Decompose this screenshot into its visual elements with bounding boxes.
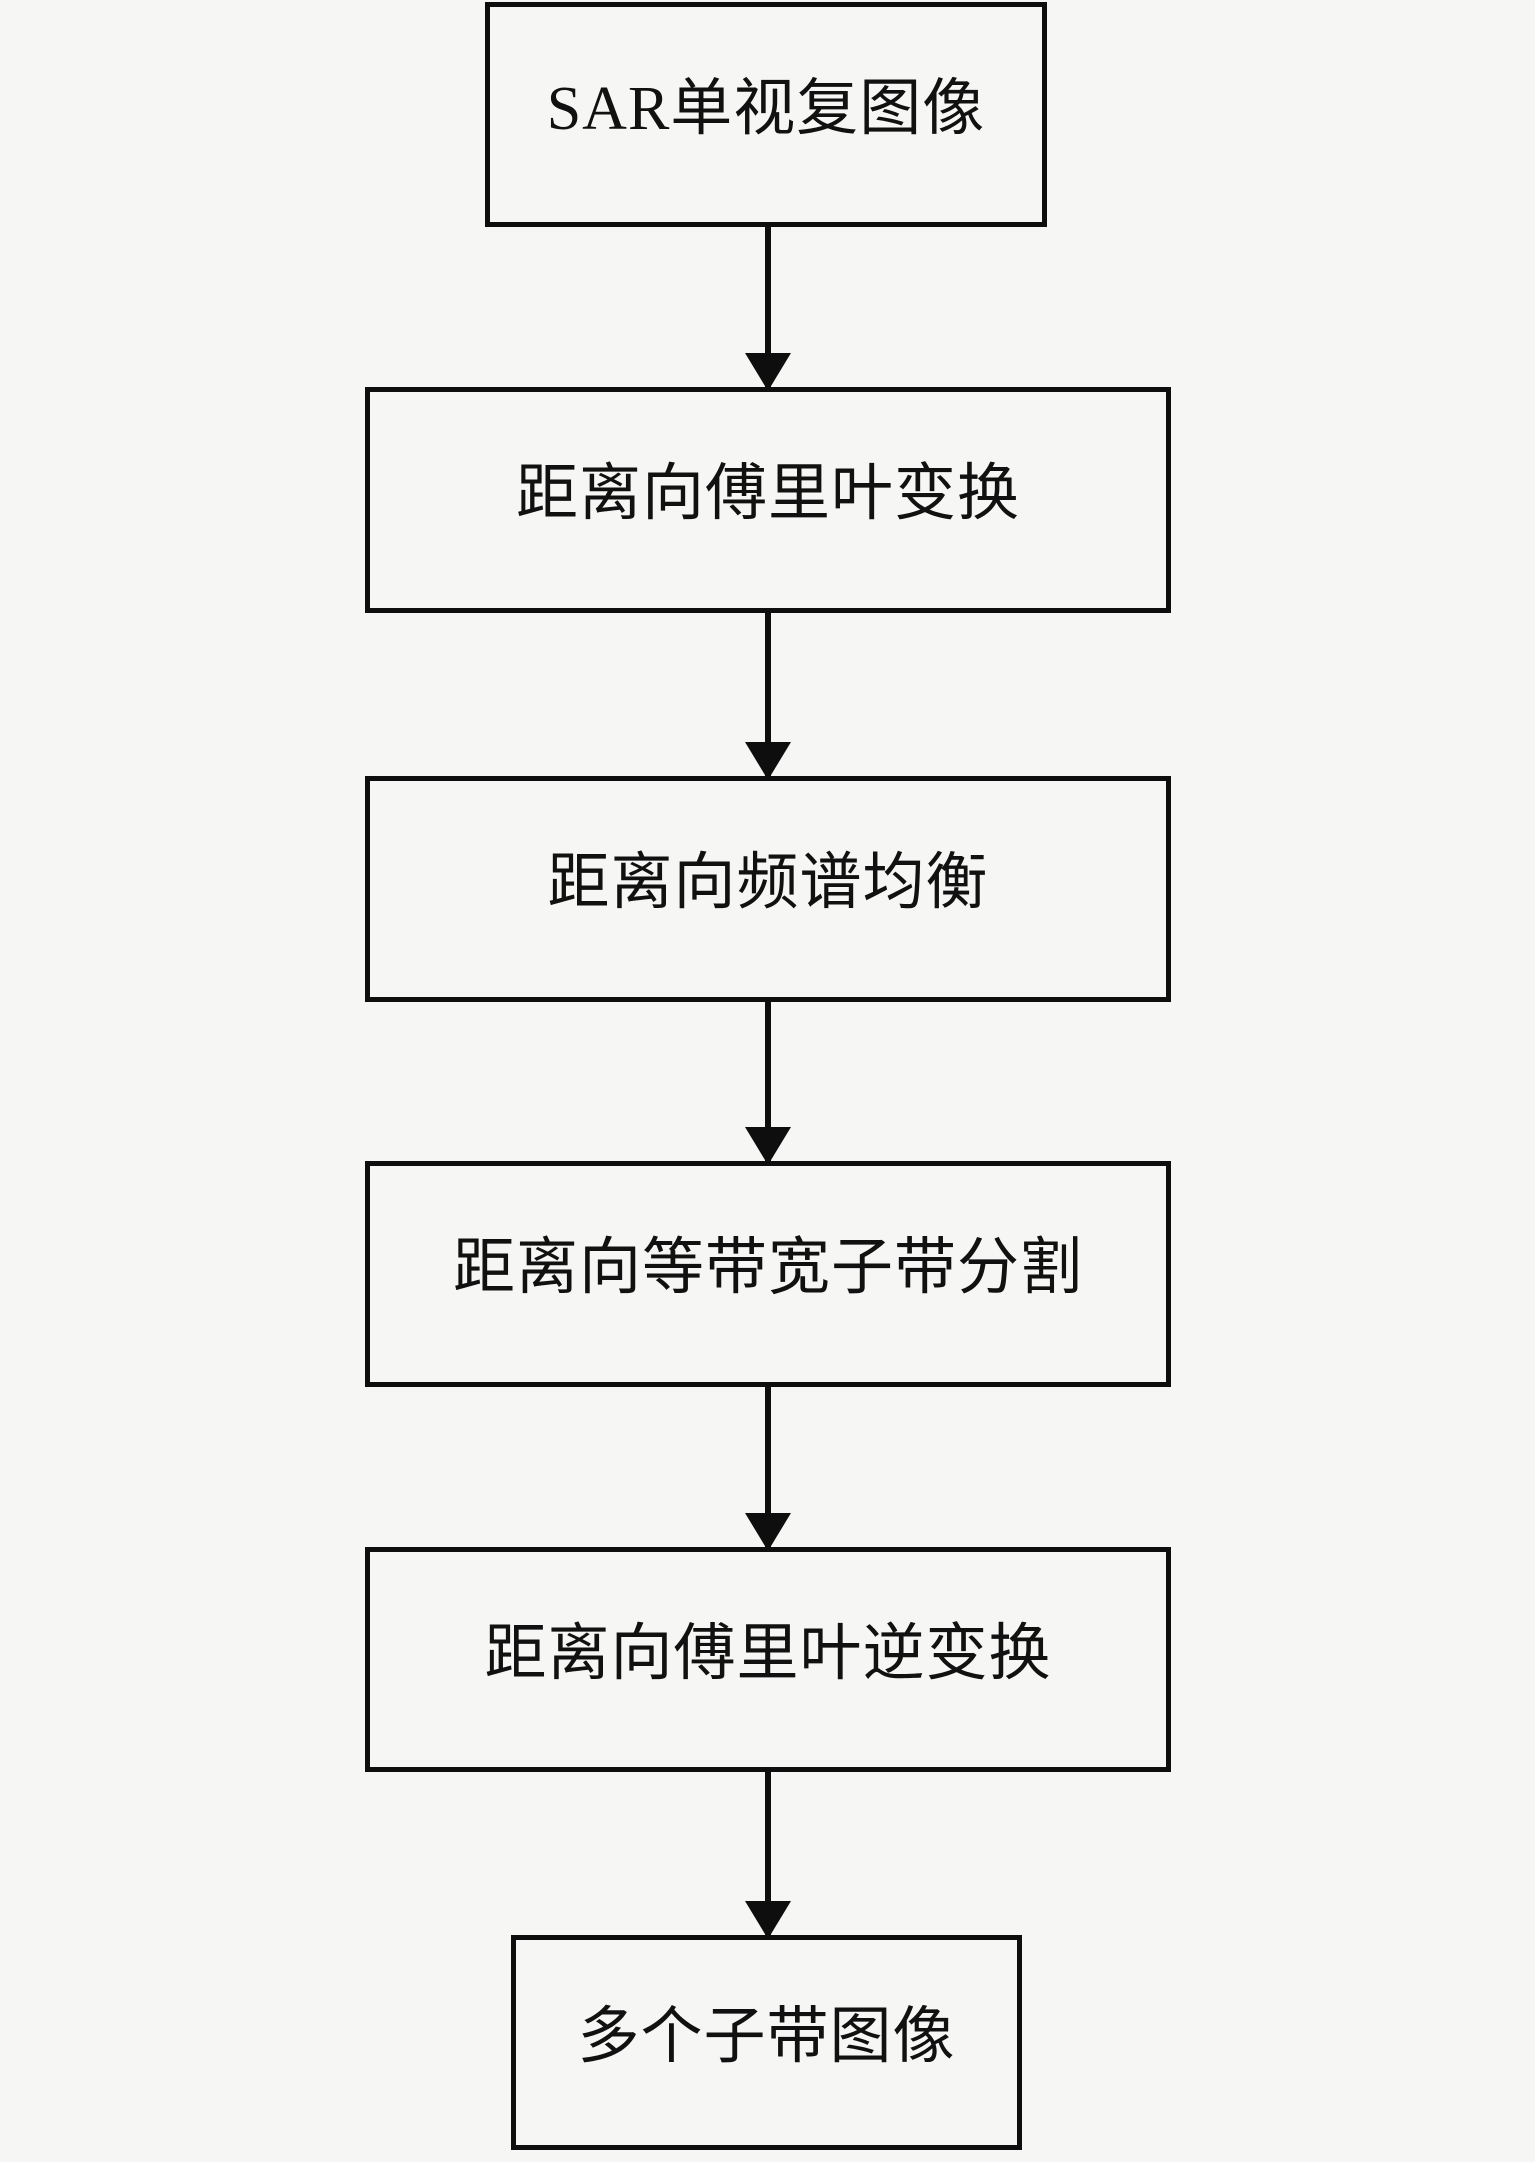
flow-arrow-3 [745, 1002, 791, 1165]
flow-node-sar-slc-image: SAR单视复图像 [485, 2, 1047, 227]
arrow-down-icon [745, 1127, 791, 1165]
flow-node-range-equal-bandwidth-subband-split: 距离向等带宽子带分割 [365, 1161, 1171, 1387]
flow-node-label: 距离向傅里叶逆变换 [484, 1619, 1052, 1688]
flow-arrow-5 [745, 1772, 791, 1939]
flow-node-label: 距离向频谱均衡 [547, 849, 989, 917]
arrow-down-icon [745, 1901, 791, 1939]
flow-arrow-1 [745, 227, 791, 391]
flow-node-range-spectrum-equalization: 距离向频谱均衡 [365, 776, 1171, 1002]
flow-node-range-inverse-fourier-transform: 距离向傅里叶逆变换 [365, 1547, 1171, 1772]
flow-node-label: 距离向傅里叶变换 [515, 460, 1020, 528]
arrow-down-icon [745, 353, 791, 391]
arrow-down-icon [745, 742, 791, 780]
flow-node-label: 距离向等带宽子带分割 [452, 1234, 1083, 1302]
flow-node-range-fourier-transform: 距离向傅里叶变换 [365, 387, 1171, 613]
flow-arrow-4 [745, 1387, 791, 1551]
flow-node-multiple-subband-images: 多个子带图像 [511, 1935, 1022, 2150]
flow-node-label: 多个子带图像 [577, 2002, 956, 2071]
arrow-down-icon [745, 1513, 791, 1551]
flow-node-label: SAR单视复图像 [546, 74, 986, 143]
flow-arrow-2 [745, 613, 791, 780]
